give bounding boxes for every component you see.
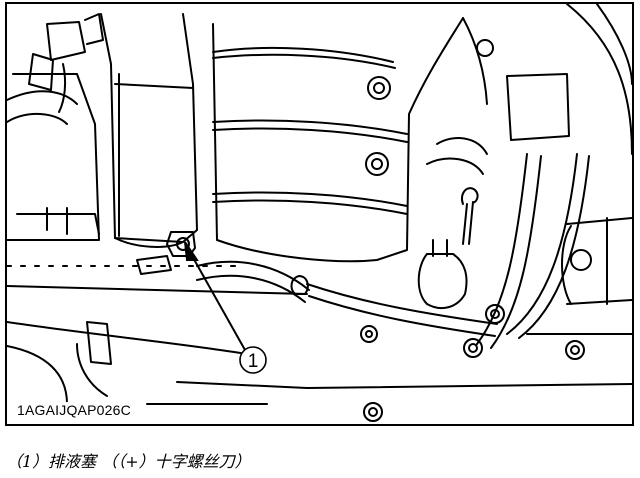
figure-id: 1AGAIJQAP026C	[15, 402, 133, 418]
figure-caption: （1）排液塞 （（+）十字螺丝刀）	[6, 452, 251, 471]
engine-drawing: 1	[7, 4, 632, 422]
callout-marker: 1	[239, 346, 267, 374]
callout-number: 1	[248, 351, 259, 372]
technical-illustration: 1 1AGAIJQAP026C	[5, 2, 634, 426]
